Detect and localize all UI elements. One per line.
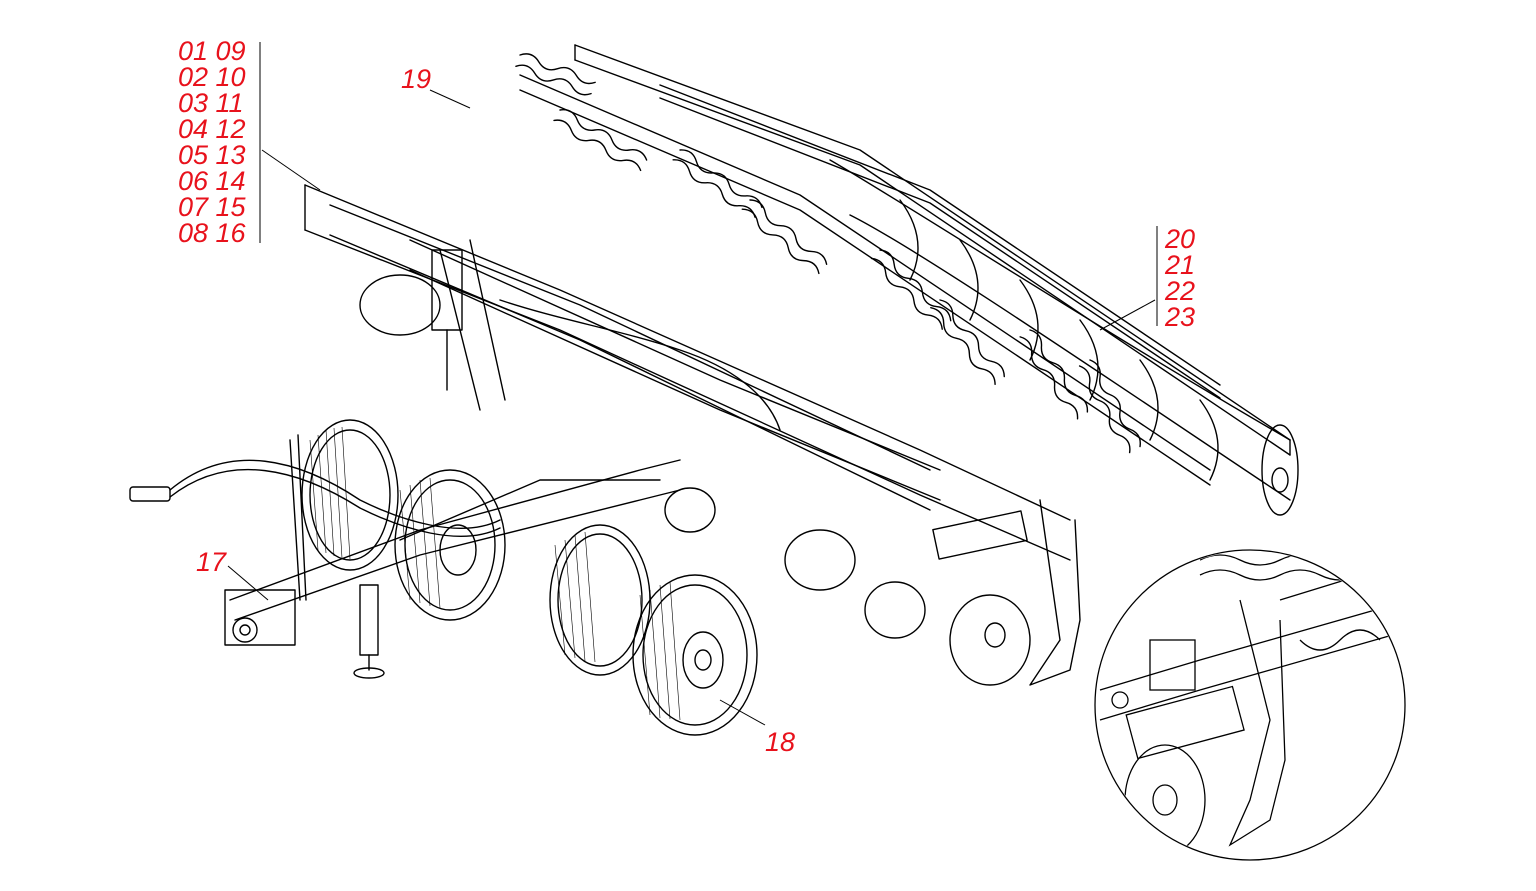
callout-18: 18 bbox=[765, 727, 796, 757]
disc-row bbox=[359, 274, 1031, 686]
packer-roller bbox=[829, 159, 1299, 516]
rear-frame bbox=[519, 44, 1291, 486]
callout-label: 03 11 bbox=[178, 88, 244, 118]
callout-label: 22 bbox=[1165, 276, 1196, 306]
mid-frame bbox=[409, 239, 941, 501]
front-toolbar bbox=[304, 184, 1071, 561]
drawbar bbox=[224, 434, 681, 646]
callout-17: 17 bbox=[196, 547, 227, 577]
transport-wheels-front bbox=[301, 419, 506, 621]
callout-label: 08 16 bbox=[178, 218, 246, 248]
shank bbox=[932, 499, 1081, 686]
leader-lines bbox=[227, 42, 1158, 726]
callout-label: 05 13 bbox=[178, 140, 246, 170]
callout-label: 01 09 bbox=[178, 36, 246, 66]
transport-wheels-rear bbox=[549, 524, 758, 736]
hydraulic-hoses bbox=[129, 299, 781, 537]
spring-tines bbox=[515, 53, 1141, 454]
callout-label: 02 10 bbox=[178, 62, 246, 92]
callout-label: 07 15 bbox=[178, 192, 246, 222]
callout-label: 04 12 bbox=[178, 114, 246, 144]
callout-label: 21 bbox=[1165, 250, 1196, 280]
callout-label: 23 bbox=[1165, 302, 1196, 332]
callout-label: 06 14 bbox=[178, 166, 246, 196]
callout-19: 19 bbox=[401, 64, 432, 94]
detail-inset bbox=[1094, 549, 1406, 861]
tire-treads bbox=[309, 426, 681, 721]
jack-stand bbox=[353, 584, 385, 679]
callout-label: 20 bbox=[1165, 224, 1196, 254]
